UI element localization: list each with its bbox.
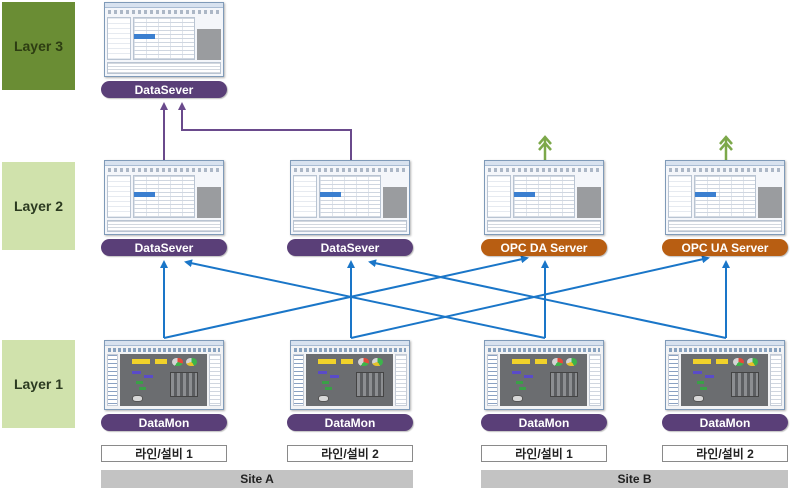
layer1-datamon-1-label: DataMon — [101, 414, 227, 431]
link-mon2-to-opcua — [350, 255, 710, 339]
layer2-opc-da-label: OPC DA Server — [481, 239, 607, 256]
link-datasever2-to-layer3 — [178, 102, 352, 160]
link-mon3-to-sever1 — [184, 259, 546, 339]
layer2-dataserver-2-label: DataSever — [287, 239, 413, 256]
layer1-datamon-2-screenshot — [290, 340, 410, 410]
layer1-datamon-4-screenshot — [665, 340, 785, 410]
layer-2-label: Layer 2 — [2, 162, 75, 250]
equipment-label-1: 라인/설비 1 — [101, 445, 227, 462]
layer1-datamon-2-label: DataMon — [287, 414, 413, 431]
site-b-bar: Site B — [481, 470, 788, 488]
equipment-label-3: 라인/설비 1 — [481, 445, 607, 462]
opc-ua-up-arrow — [719, 135, 733, 160]
link-mon1-to-opcda — [163, 255, 529, 339]
layer-1-label: Layer 1 — [2, 340, 75, 428]
layer1-datamon-3-label: DataMon — [481, 414, 607, 431]
layer1-datamon-4-label: DataMon — [662, 414, 788, 431]
link-mon4-to-sever2 — [368, 259, 727, 339]
layer2-opc-ua-screenshot — [665, 160, 785, 235]
site-a-bar: Site A — [101, 470, 413, 488]
layer2-dataserver-2-screenshot — [290, 160, 410, 235]
layer2-opc-ua-label: OPC UA Server — [662, 239, 788, 256]
layer2-dataserver-1-label: DataSever — [101, 239, 227, 256]
layer1-datamon-3-screenshot — [484, 340, 604, 410]
layer2-opc-da-screenshot — [484, 160, 604, 235]
opc-da-up-arrow — [538, 135, 552, 160]
layer2-dataserver-1-screenshot — [104, 160, 224, 235]
layer3-dataserver-screenshot — [104, 2, 224, 77]
layer3-dataserver-label: DataSever — [101, 81, 227, 98]
layer1-datamon-1-screenshot — [104, 340, 224, 410]
equipment-label-2: 라인/설비 2 — [287, 445, 413, 462]
layer-3-label: Layer 3 — [2, 2, 75, 90]
equipment-label-4: 라인/설비 2 — [662, 445, 788, 462]
